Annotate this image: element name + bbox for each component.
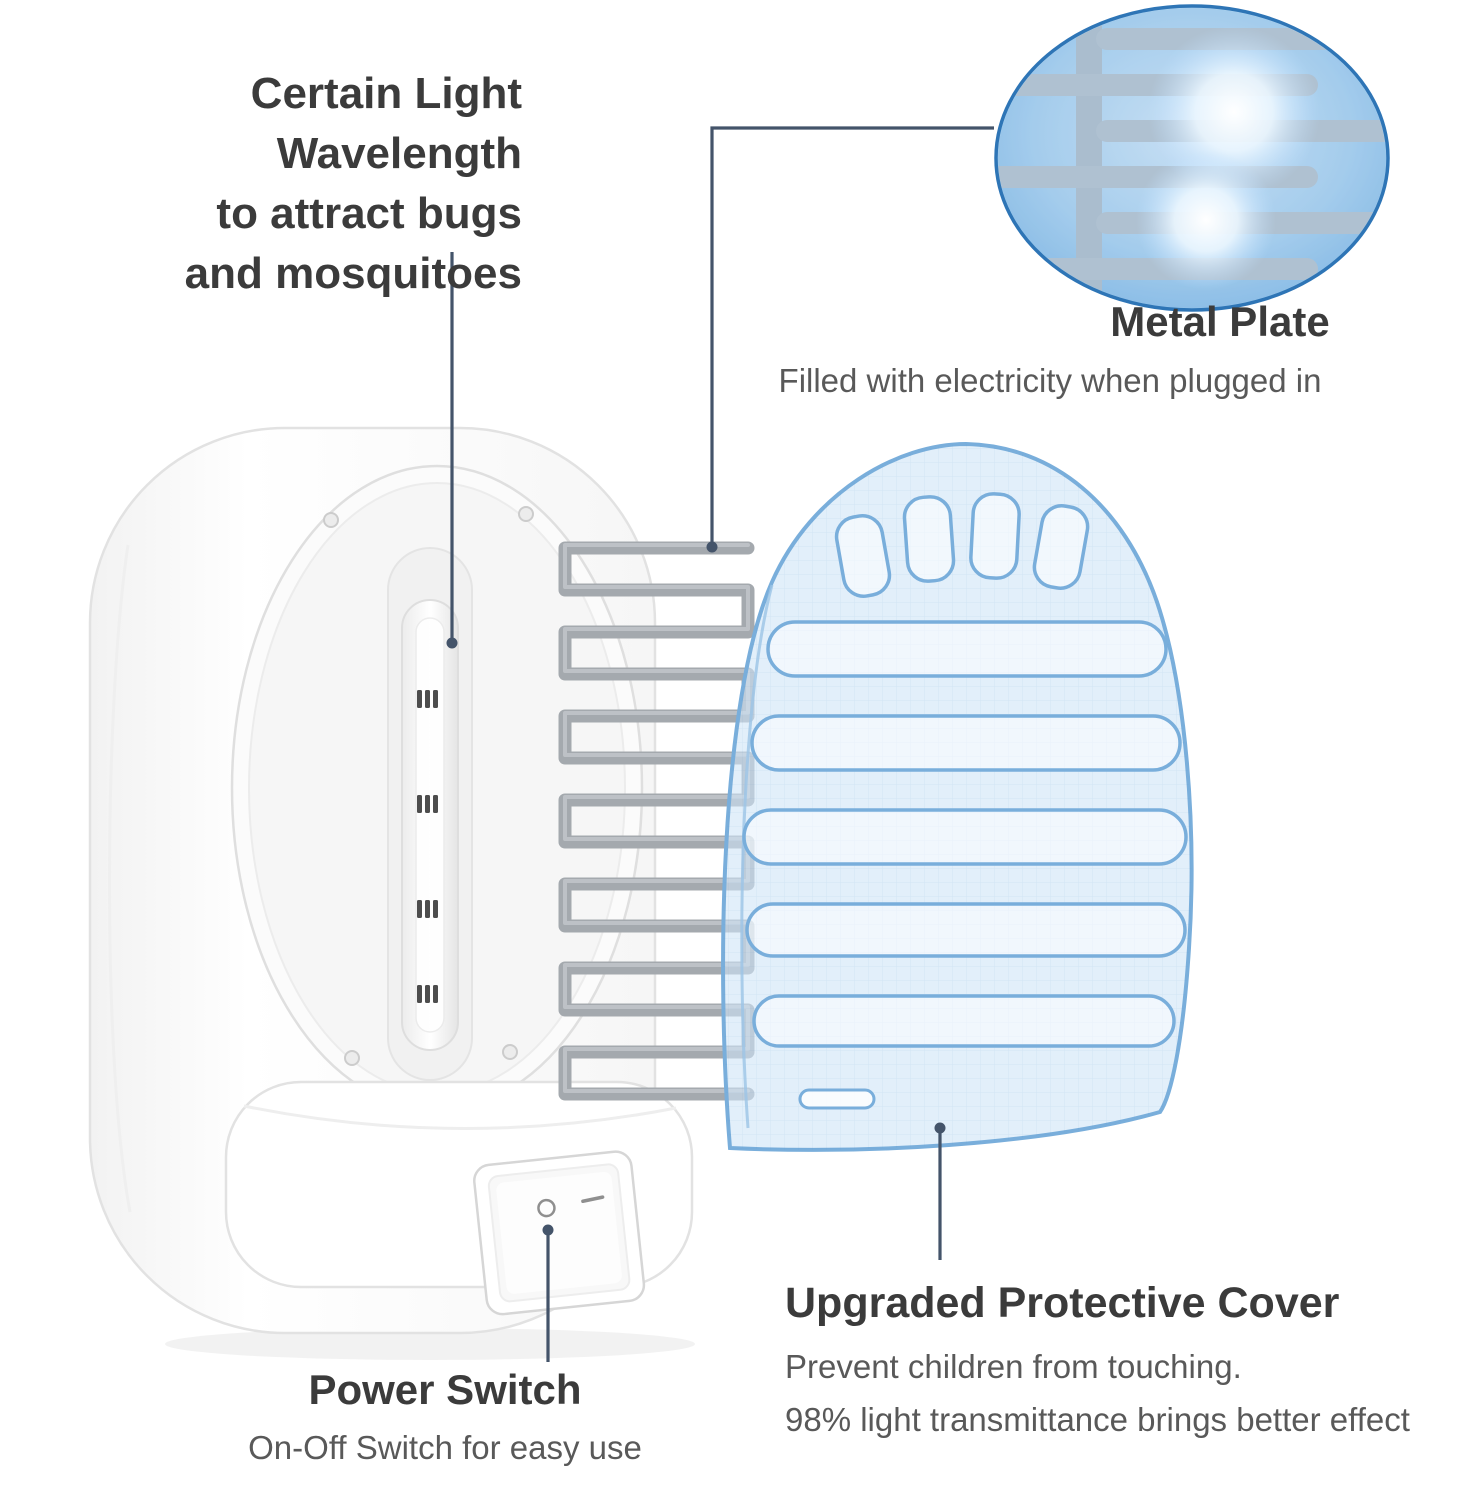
wavelength-line-2: to attract bugs	[216, 189, 522, 238]
power-switch-graphic	[473, 1150, 646, 1316]
wavelength-line-1: Certain Light Wavelength	[250, 69, 522, 178]
leader-protective-cover	[934, 1122, 946, 1260]
cover-bottom-pin	[798, 1088, 876, 1110]
cover-horizontal-slots	[742, 620, 1188, 1048]
power-switch-subtitle: On-Off Switch for easy use	[248, 1429, 642, 1466]
cover-top-slots	[834, 492, 1090, 598]
protective-cover-title: Upgraded Protective Cover	[785, 1279, 1340, 1327]
protective-cover-line-2: 98% light transmittance brings better ef…	[785, 1401, 1410, 1438]
metal-plate-title: Metal Plate	[1110, 298, 1330, 345]
protective-cover-graphic	[721, 441, 1194, 1152]
protective-cover-line-1: Prevent children from touching.	[785, 1348, 1242, 1385]
power-switch-title: Power Switch	[308, 1366, 582, 1413]
leader-power-switch	[542, 1224, 554, 1362]
screw-icon	[323, 506, 534, 1066]
metal-plate-inset	[994, 4, 1390, 312]
electric-glow-icon	[1136, 150, 1276, 290]
wavelength-line-3: and mosquitoes	[184, 249, 522, 298]
wavelength-annotation: Certain Light Wavelength to attract bugs…	[0, 64, 522, 304]
led-tube	[401, 599, 459, 1051]
device-base	[224, 1080, 694, 1316]
device-shadow	[165, 1328, 695, 1360]
led-contact-pins	[417, 690, 438, 1003]
leader-metal-plate	[706, 126, 994, 553]
leader-wavelength	[446, 252, 458, 649]
protective-cover-annotation: Upgraded Protective Cover Prevent childr…	[785, 1278, 1445, 1446]
metal-plate-subtitle: Filled with electricity when plugged in	[778, 362, 1322, 399]
leader-lines	[446, 126, 994, 1362]
metal-grid	[558, 541, 755, 1101]
